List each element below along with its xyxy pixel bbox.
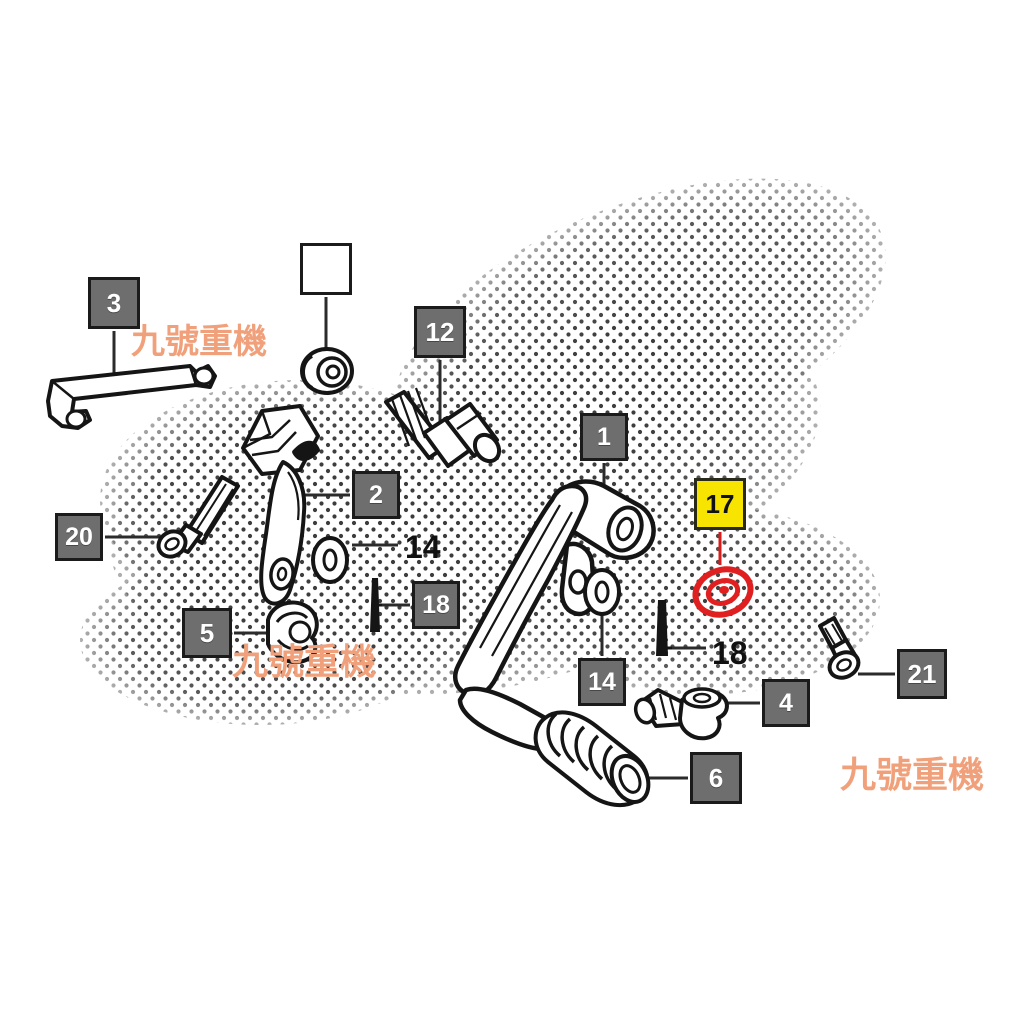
part-14-washer-upper <box>311 536 349 584</box>
part-label-14: 14 <box>405 529 441 565</box>
part-5-retaining-clip <box>266 600 319 664</box>
part-18-pin-left <box>370 578 382 632</box>
callout-20[interactable]: 20 <box>55 513 103 561</box>
leader-lines <box>105 297 895 780</box>
callout-3[interactable]: 3 <box>88 277 140 329</box>
callout-2[interactable]: 2 <box>352 471 400 519</box>
watermark-text: 九號重機 <box>232 642 377 683</box>
part-12-pivot-shaft <box>384 387 502 468</box>
callout-6[interactable]: 6 <box>690 752 742 804</box>
highlight-leader-17 <box>692 532 754 618</box>
callout-5[interactable]: 5 <box>182 608 232 658</box>
callout-21[interactable]: 21 <box>897 649 947 699</box>
part-bushing-unlabeled <box>300 347 354 395</box>
callout-12[interactable]: 12 <box>414 306 466 358</box>
watermark-text: 九號重機 <box>840 755 985 796</box>
callout-17-highlighted[interactable]: 17 <box>694 478 746 530</box>
part-18-pin-right <box>656 600 672 656</box>
part-6-rubber-grip <box>533 710 651 808</box>
callout-14[interactable]: 14 <box>578 658 626 706</box>
part-2-shift-bracket <box>241 404 320 606</box>
callout-1[interactable]: 1 <box>580 413 628 461</box>
watermark-text: 九號重機 <box>131 322 267 362</box>
callout-4[interactable]: 4 <box>762 679 810 727</box>
part-21-small-bolt <box>818 616 861 680</box>
halftone-shading-region <box>0 140 1024 760</box>
part-14-washer-lower <box>583 568 621 616</box>
part-4-pivot-joint <box>633 687 729 741</box>
callout-blank[interactable] <box>300 243 352 295</box>
part-label-18: 18 <box>712 635 748 671</box>
part-20-flange-bolt <box>156 475 240 559</box>
callout-18[interactable]: 18 <box>412 581 460 629</box>
part-3-bent-link-rod <box>46 364 217 430</box>
